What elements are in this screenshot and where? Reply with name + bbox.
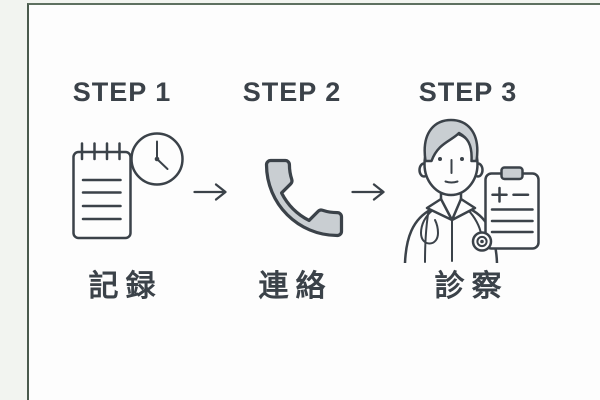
arrow-right-icon bbox=[351, 183, 385, 201]
step-1-title: 記録 bbox=[88, 270, 163, 303]
step-2-title: 連絡 bbox=[258, 270, 333, 303]
phone-icon bbox=[264, 158, 344, 238]
step-2-column: STEP 2 連絡 bbox=[222, 0, 362, 400]
step-2-label: STEP 2 bbox=[242, 77, 342, 107]
step-1-label: STEP 1 bbox=[72, 77, 172, 107]
step-3-label: STEP 3 bbox=[418, 77, 518, 107]
step-3-column: STEP 3 bbox=[398, 0, 540, 400]
step-3-title: 診察 bbox=[434, 270, 509, 303]
arrow-right-icon bbox=[193, 183, 227, 201]
step-1-column: STEP 1 記録 bbox=[52, 0, 192, 400]
doctor-clipboard-icon bbox=[403, 118, 540, 263]
notepad-clock-icon bbox=[72, 132, 184, 240]
